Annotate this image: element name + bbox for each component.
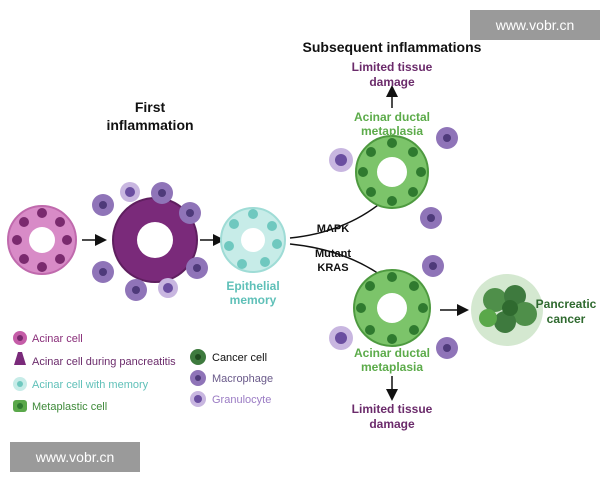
legend-memory-label: Acinar cell with memory: [32, 379, 149, 391]
pancreatitis-cell-icon: [14, 352, 26, 365]
limited-top-line2: damage: [369, 75, 415, 89]
limited-bottom-line2: damage: [369, 417, 415, 431]
legend-acinar-label: Acinar cell: [32, 333, 83, 345]
mutant-label-line1: Mutant: [315, 248, 351, 260]
acinar-cluster: [7, 205, 77, 275]
legend-item-granulocyte: Granulocyte: [190, 391, 271, 407]
subsequent-inflammations-label: Subsequent inflammations: [303, 39, 482, 55]
legend-macrophage-label: Macrophage: [212, 373, 273, 385]
adm-bottom-cluster: [353, 269, 431, 347]
epithelial-memory-line1: Epithelial: [226, 279, 279, 293]
adm-top-line2: metaplasia: [361, 124, 423, 138]
mutant-label-line2: KRAS: [317, 262, 348, 274]
adm-bottom-line1: Acinar ductal: [354, 346, 430, 360]
pancreatic-cancer-line2: cancer: [547, 312, 586, 326]
legend-item-pancreatitis: Acinar cell during pancreatitis: [14, 352, 176, 368]
first-inflammation-label-line2: inflammation: [106, 117, 193, 133]
memory-cluster: [220, 207, 286, 273]
legend-granulocyte-label: Granulocyte: [212, 394, 271, 406]
watermark-bottom: www.vobr.cn: [10, 442, 140, 472]
adm-bottom-line2: metaplasia: [361, 360, 423, 374]
legend-item-memory: Acinar cell with memory: [13, 377, 149, 391]
legend-item-cancer: Cancer cell: [190, 349, 267, 365]
mapk-label: MAPK: [317, 223, 349, 235]
legend-pancreatitis-label: Acinar cell during pancreatitis: [32, 356, 176, 368]
limited-top-line1: Limited tissue: [352, 60, 433, 74]
macrophage-cells: [92, 182, 208, 301]
adm-top-line1: Acinar ductal: [354, 110, 430, 124]
granulocyte-cells: [120, 182, 178, 298]
first-inflammation-label-line1: First: [135, 99, 166, 115]
legend-metaplastic-label: Metaplastic cell: [32, 401, 107, 413]
legend: Acinar cell Acinar cell during pancreati…: [13, 331, 273, 413]
limited-bottom-line1: Limited tissue: [352, 402, 433, 416]
watermark-top: www.vobr.cn: [470, 10, 600, 40]
legend-item-macrophage: Macrophage: [190, 370, 273, 386]
epithelial-memory-line2: memory: [230, 293, 277, 307]
legend-cancer-label: Cancer cell: [212, 352, 267, 364]
pancreatic-cancer-mass: [471, 274, 543, 346]
legend-item-metaplastic: Metaplastic cell: [13, 400, 107, 413]
adm-top-cluster: [355, 135, 429, 209]
pancreatic-cancer-line1: Pancreatic: [536, 297, 597, 311]
legend-item-acinar: Acinar cell: [13, 331, 83, 345]
